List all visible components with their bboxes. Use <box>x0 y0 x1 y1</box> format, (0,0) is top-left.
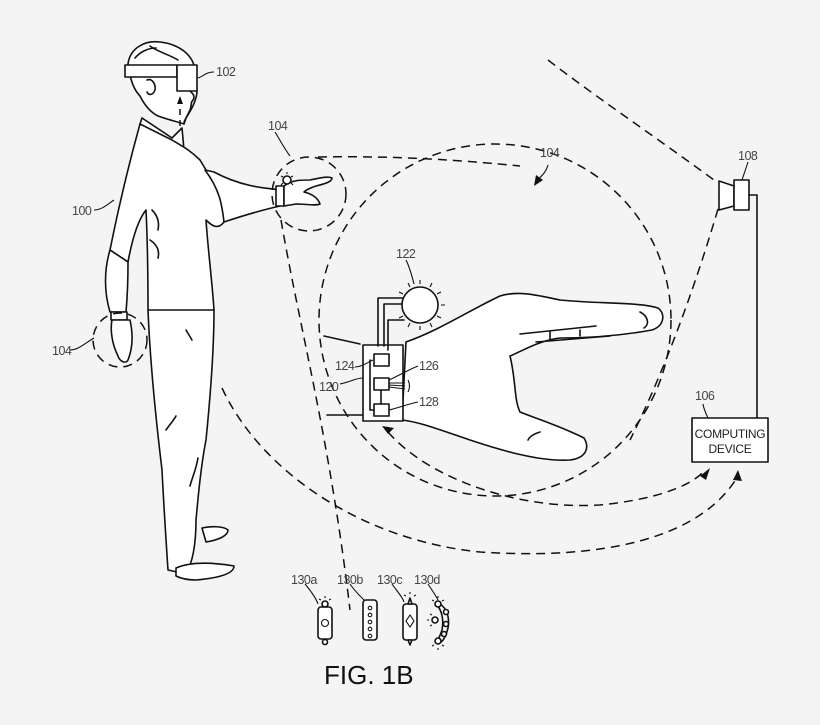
component-124 <box>373 353 390 367</box>
label-130d: 130d <box>414 573 440 587</box>
label-106: 106 <box>695 389 715 403</box>
arrow-up-icon <box>177 96 183 104</box>
computing-device <box>691 417 769 463</box>
label-102: 102 <box>216 65 236 79</box>
label-100: 100 <box>72 204 92 218</box>
label-104-left: 104 <box>52 344 72 358</box>
user-figure <box>104 40 333 581</box>
tracking-regions <box>92 143 672 611</box>
arrow-icon <box>534 175 543 186</box>
variant-130a <box>304 583 333 646</box>
arrow-icon <box>382 426 394 434</box>
enlarged-hand <box>323 292 664 462</box>
wearable-device <box>362 280 445 434</box>
label-122: 122 <box>396 247 416 261</box>
wearable-variants <box>304 583 450 650</box>
label-128: 128 <box>419 395 439 409</box>
component-126 <box>373 377 390 391</box>
label-126: 126 <box>419 359 439 373</box>
arrow-icon <box>700 468 710 480</box>
camera-field-bottom <box>629 208 719 441</box>
variant-130c <box>391 583 418 646</box>
label-104-center: 104 <box>540 146 560 160</box>
variant-130d <box>427 583 450 650</box>
label-130b: 130b <box>337 573 363 587</box>
component-128 <box>373 403 390 417</box>
label-108: 108 <box>738 149 758 163</box>
camera-field-top <box>547 59 719 184</box>
vr-headset <box>124 64 198 92</box>
leader-lines <box>69 71 749 419</box>
label-130a: 130a <box>291 573 317 587</box>
figure-title: FIG. 1B <box>324 660 414 690</box>
computing-device-line2: DEVICE <box>709 442 752 456</box>
arrow-icon <box>733 470 742 481</box>
camera <box>718 179 758 419</box>
light-source <box>401 286 439 324</box>
label-104-top: 104 <box>268 119 288 133</box>
computing-device-line1: COMPUTING <box>695 427 766 441</box>
data-path-wearable <box>387 431 706 507</box>
label-124: 124 <box>335 359 355 373</box>
label-130c: 130c <box>377 573 402 587</box>
data-path-body <box>221 387 739 555</box>
label-120: 120 <box>319 380 339 394</box>
variant-130b <box>349 583 378 641</box>
